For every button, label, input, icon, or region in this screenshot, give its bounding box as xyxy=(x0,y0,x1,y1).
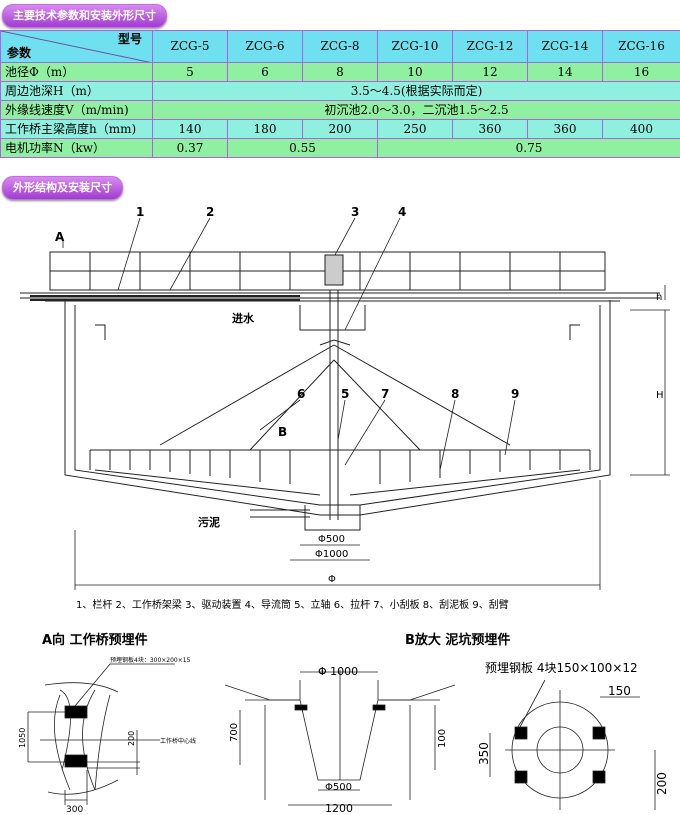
dimension-lines xyxy=(62,217,670,590)
cell: 0.55 xyxy=(227,138,378,158)
callout-7: 7 xyxy=(381,387,389,401)
cell: 250 xyxy=(377,119,453,139)
embedded-parts-drawings: 预埋钢板4块：300×200×15 1050 200 工作桥中心线 300 Φ … xyxy=(18,656,669,815)
view-b-marker: B xyxy=(278,425,287,439)
callout-8: 8 xyxy=(451,387,459,401)
drive-unit xyxy=(324,254,344,286)
detail-b-dim-1200: 1200 xyxy=(325,802,353,815)
detail-a-drawing xyxy=(27,663,175,805)
cell: 8 xyxy=(302,62,378,82)
callout-2: 2 xyxy=(206,205,214,219)
detail-b-plate-note: 预埋钢板 4块150×100×12 xyxy=(485,661,638,675)
model-header: ZCG-16 xyxy=(602,30,680,63)
model-header: ZCG-12 xyxy=(452,30,528,63)
callout-9: 9 xyxy=(511,387,519,401)
dim-d500: Φ500 xyxy=(318,534,345,545)
detail-b-dim-150: 150 xyxy=(608,684,631,698)
cell: 3.5～4.5(根据实际而定) xyxy=(152,81,680,101)
table-row: 外缘线速度V（m/min) 初沉池2.0～3.0，二沉池1.5～2.5 xyxy=(0,100,680,120)
cell: 14 xyxy=(527,62,603,82)
view-a-marker: A xyxy=(55,230,65,244)
scraper-arm xyxy=(89,449,591,496)
cell: 180 xyxy=(227,119,303,139)
corner-diagonal xyxy=(1,31,149,62)
model-header: ZCG-10 xyxy=(377,30,453,63)
detail-a-title: A向 工作桥预埋件 xyxy=(42,633,148,648)
detail-a-dim-300: 300 xyxy=(66,805,83,815)
row-label: 周边池深H（m） xyxy=(0,81,153,101)
detail-b-dim-phi500: Φ500 xyxy=(325,782,352,793)
section-title-structure: 外形结构及安装尺寸 xyxy=(2,176,123,200)
table-header-row: 型号 参数 ZCG-5 ZCG-6 ZCG-8 ZCG-10 ZCG-12 ZC… xyxy=(0,30,680,63)
sludge-pit xyxy=(250,505,361,531)
detail-b-dim-100: 100 xyxy=(437,729,448,748)
detail-b-dim-phi1000: Φ 1000 xyxy=(318,665,358,678)
row-label: 电机功率N（kw） xyxy=(0,138,153,158)
model-header: ZCG-14 xyxy=(527,30,603,63)
tank-wall xyxy=(64,300,611,516)
dim-H: H xyxy=(656,390,664,401)
detail-b-dim-350: 350 xyxy=(477,742,491,765)
corner-param-label: 参数 xyxy=(7,46,32,60)
clarifier-drawing: 1 2 3 4 5 6 7 8 9 A B 进水 污泥 Φ500 Φ1000 Φ… xyxy=(20,205,670,590)
table-row: 周边池深H（m） 3.5～4.5(根据实际而定) xyxy=(0,81,680,101)
section-title-specs: 主要技术参数和安装外形尺寸 xyxy=(2,4,167,28)
cell: 5 xyxy=(152,62,228,82)
tie-rods xyxy=(159,344,511,451)
cell: 0.37 xyxy=(152,138,228,158)
center-shaft xyxy=(319,290,351,520)
detail-a-plate-note: 预埋钢板4块：300×200×15 xyxy=(110,656,191,664)
corner-model-label: 型号 xyxy=(117,32,142,46)
callout-5: 5 xyxy=(341,387,349,401)
table-corner: 型号 参数 xyxy=(0,30,153,63)
inlet-label: 进水 xyxy=(232,311,255,325)
model-header: ZCG-8 xyxy=(302,30,378,63)
bridge-beam xyxy=(20,292,660,302)
model-header: ZCG-5 xyxy=(152,30,228,63)
table-row: 电机功率N（kw） 0.37 0.55 0.75 xyxy=(0,138,680,158)
table-row: 工作桥主梁高度h（mm) 140 180 200 250 360 360 400 xyxy=(0,119,680,139)
detail-b-dim-700: 700 xyxy=(229,723,240,742)
callout-1: 1 xyxy=(136,205,144,219)
detail-a-centerline: 工作桥中心线 xyxy=(160,737,196,745)
callout-4: 4 xyxy=(398,205,406,219)
sludge-label: 污泥 xyxy=(198,515,220,529)
parts-legend: 1、栏杆 2、工作桥架梁 3、驱动装置 4、导流筒 5、立轴 6、拉杆 7、小刮… xyxy=(76,600,509,611)
detail-b-section xyxy=(224,670,456,806)
dim-d1000: Φ1000 xyxy=(315,549,348,560)
row-label: 工作桥主梁高度h（mm) xyxy=(0,119,153,139)
detail-a-dim-200: 200 xyxy=(127,731,136,746)
spec-table: 型号 参数 ZCG-5 ZCG-6 ZCG-8 ZCG-10 ZCG-12 ZC… xyxy=(0,30,680,158)
callout-6: 6 xyxy=(297,387,305,401)
callout-3: 3 xyxy=(351,205,359,219)
detail-a-dim-1050: 1050 xyxy=(18,728,27,748)
cell: 360 xyxy=(527,119,603,139)
cell: 6 xyxy=(227,62,303,82)
detail-b-title: B放大 泥坑预埋件 xyxy=(405,633,511,648)
dim-h: h xyxy=(656,292,662,303)
detail-b-dim-200: 200 xyxy=(655,772,669,795)
detail-b-plan xyxy=(489,679,656,810)
dim-diameter: Φ xyxy=(328,574,336,585)
